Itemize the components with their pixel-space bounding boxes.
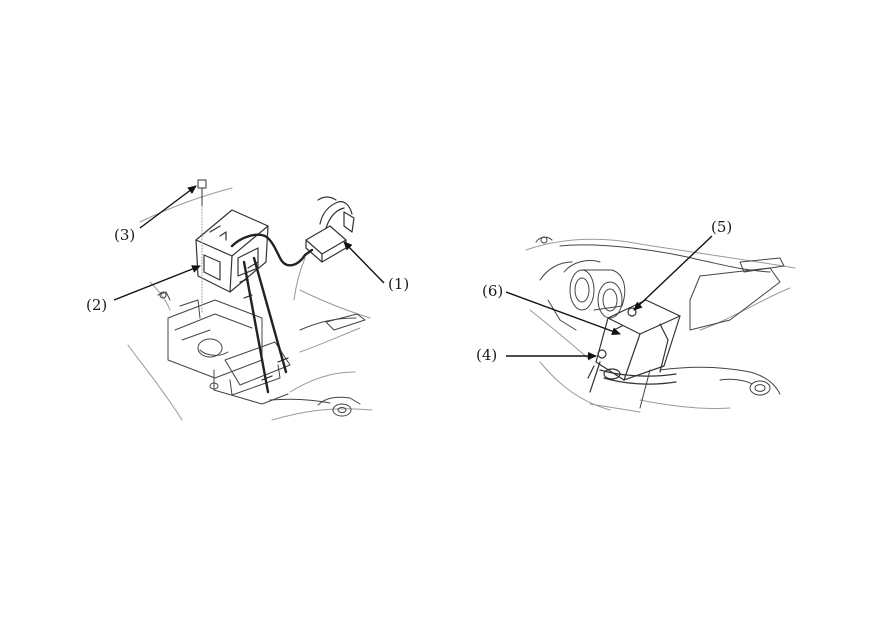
battery-compartment [157,291,291,405]
callout-3: (3) [114,226,136,244]
leader-5-arrow [633,235,713,311]
battery-strap [599,323,677,385]
leader-1-arrow [343,241,385,284]
leader-2-arrow [113,265,201,301]
harness-bands [239,278,289,381]
wiring-harness [230,233,314,394]
left-rear-cowl [269,313,366,417]
connector [305,196,355,263]
callout-6: (6) [482,282,504,300]
fuse-box [195,209,269,293]
left-illustration [127,179,373,421]
right-illustration [525,236,796,413]
storage-cylinders [535,236,626,331]
leader-3-arrow [139,185,197,229]
callout-2: (2) [86,296,108,314]
leader-6-arrow [505,291,621,335]
left-frame-outline [127,187,373,421]
callout-4: (4) [476,346,498,364]
bolt [197,179,207,313]
right-rear-cowl [559,244,785,409]
leader-arrows [113,185,713,360]
battery [587,299,681,393]
callout-5: (5) [711,218,733,236]
callout-1: (1) [388,275,410,293]
